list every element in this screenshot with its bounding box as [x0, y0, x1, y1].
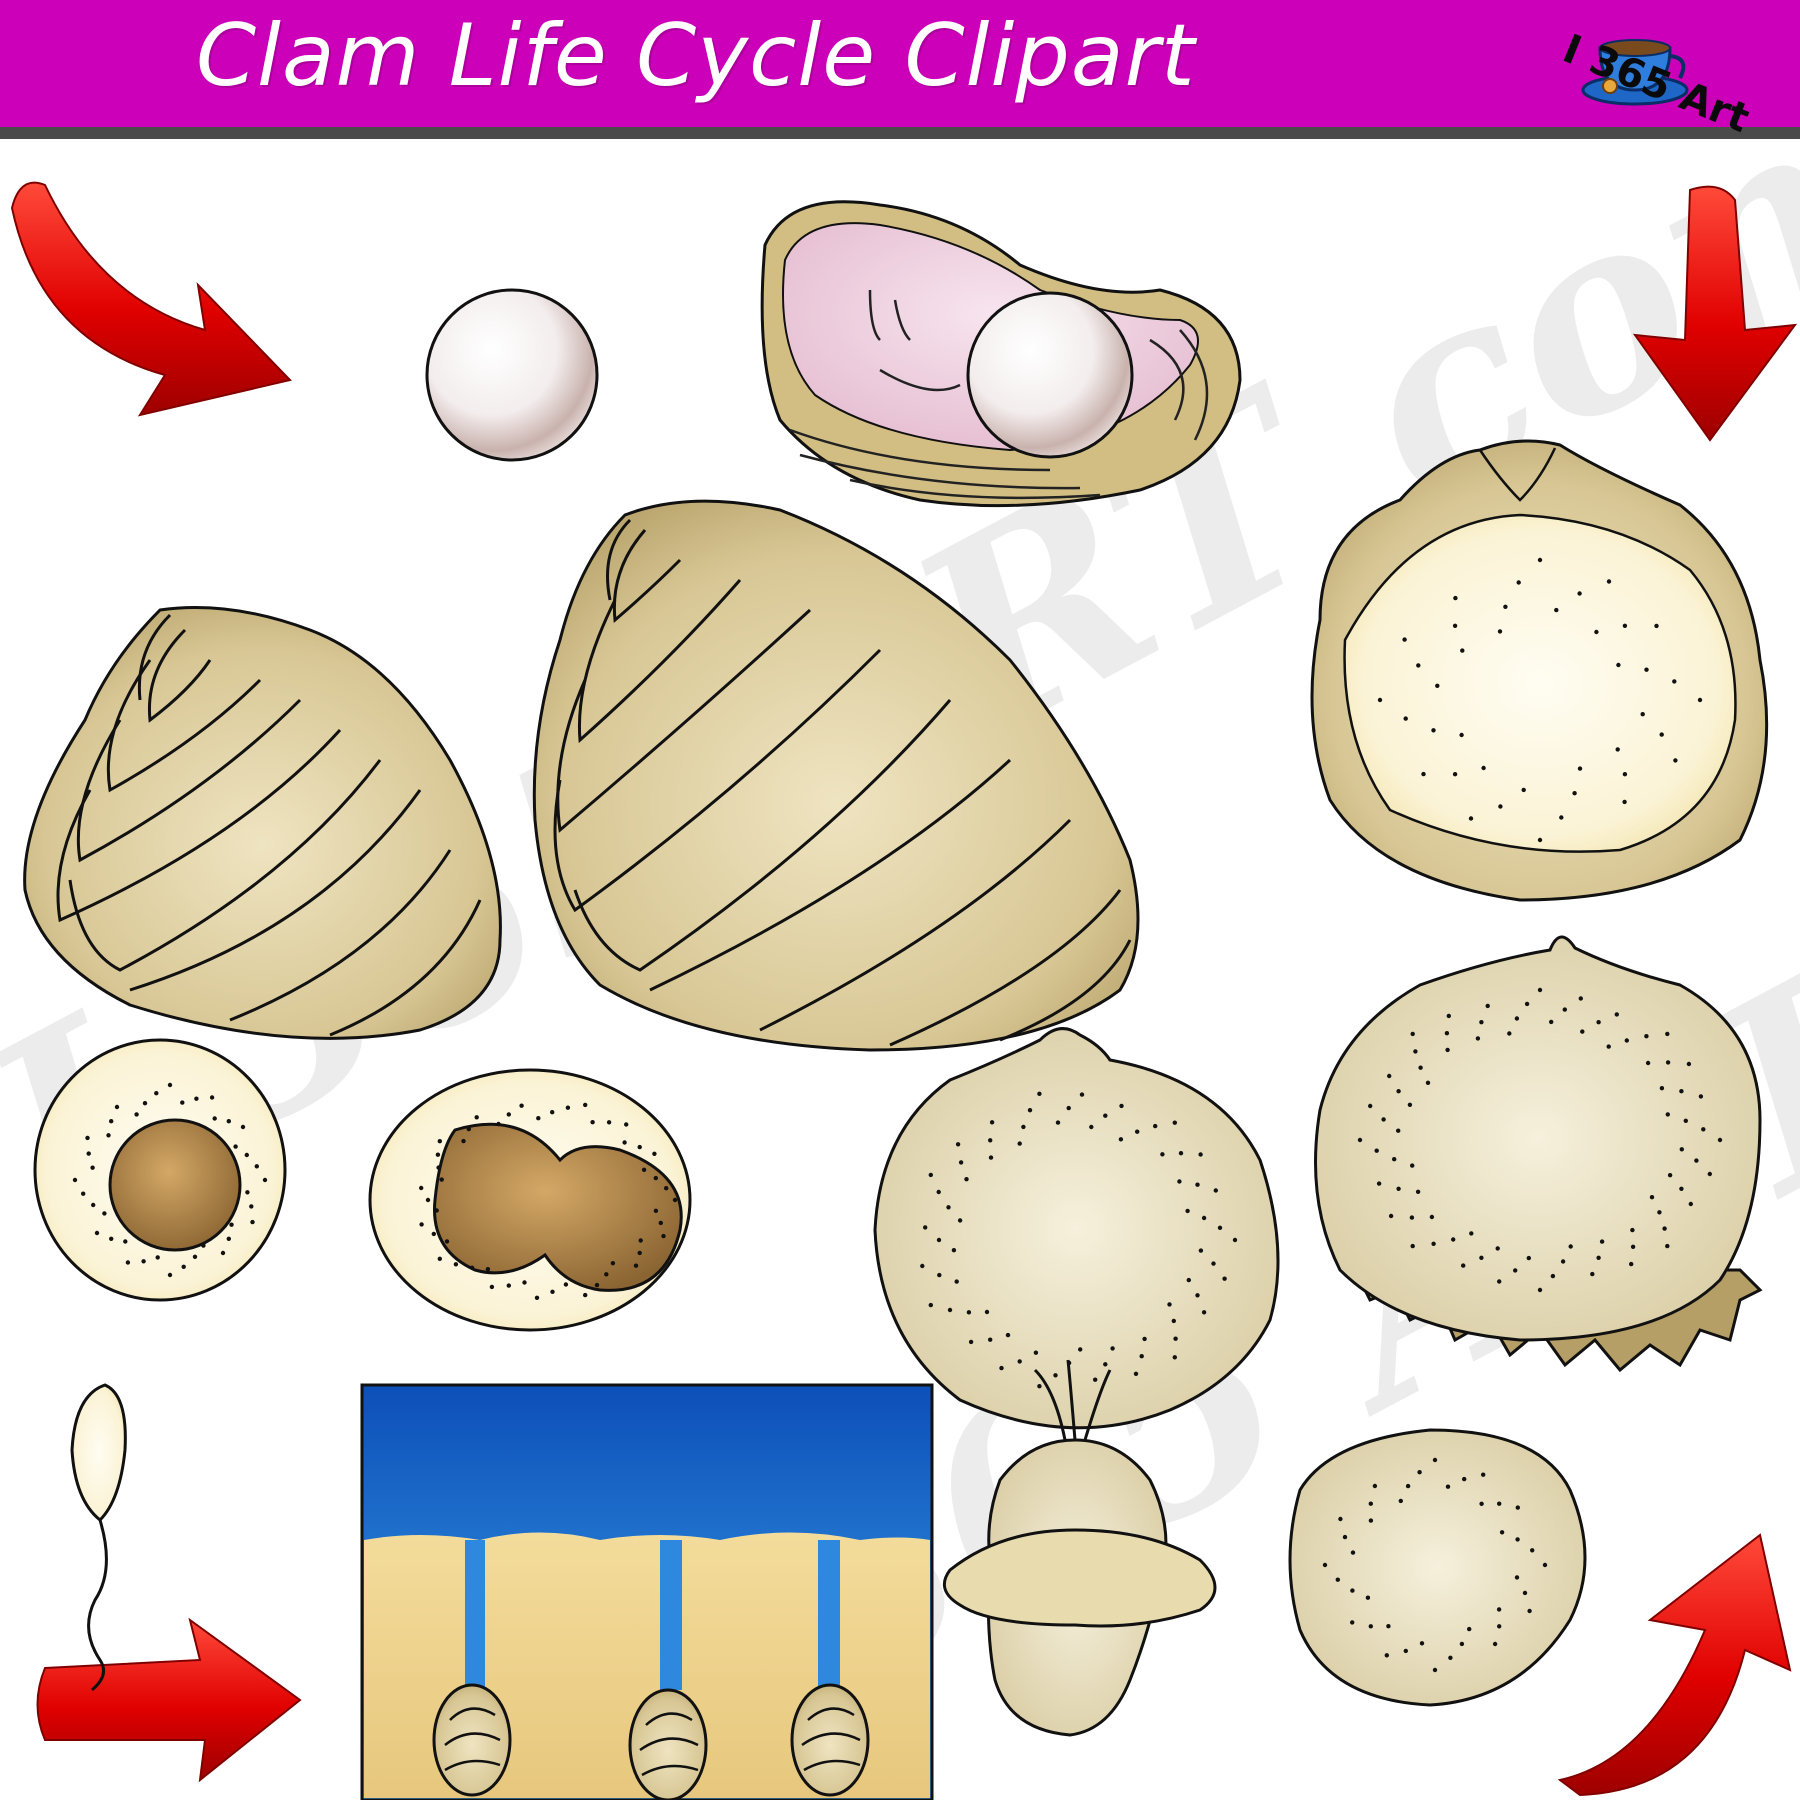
veliger-stipple — [1357, 987, 1723, 1293]
juvenile-stipple — [1377, 557, 1703, 843]
arrow-bottom-right — [1557, 1533, 1792, 1797]
veliger-icon — [1314, 935, 1763, 1373]
arrow-top-left — [10, 181, 292, 417]
larva-icon — [873, 1027, 1280, 1430]
ciliated-larva-icon — [942, 1359, 1217, 1737]
teacup-logo-icon — [1581, 39, 1689, 106]
arrow-bottom-left — [36, 1617, 302, 1783]
page-title: Clam Life Cycle Clipart — [196, 6, 1196, 106]
dividing-egg-icon — [368, 1068, 692, 1332]
larva-stipple — [920, 1091, 1238, 1389]
title-banner: Clam Life Cycle Clipart — [0, 0, 1800, 139]
juvenile-clam-icon — [1310, 439, 1769, 902]
oyster-with-pearl-icon — [760, 200, 1242, 508]
small-larva-stipple — [1322, 1457, 1548, 1673]
egg-icon — [33, 1038, 287, 1302]
pearl-icon — [425, 288, 599, 462]
clam-shell-icon-large — [532, 499, 1140, 1052]
arrow-top-right — [1632, 185, 1798, 442]
egg-stipple — [72, 1082, 268, 1278]
sperm-icon — [70, 1383, 127, 1692]
small-larva-icon — [1288, 1428, 1587, 1707]
sand-scene-icon — [360, 1383, 934, 1800]
dividing-egg-stipple — [419, 1102, 678, 1301]
clam-shell-icon — [23, 606, 502, 1040]
